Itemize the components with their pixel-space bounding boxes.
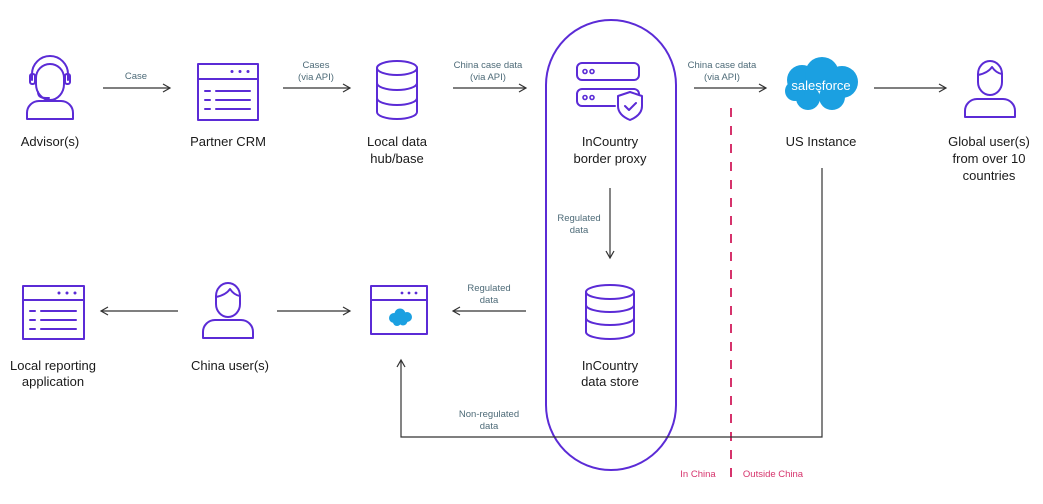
outside-china-label: Outside China: [743, 469, 804, 480]
arrow-non-regulated: [396, 168, 823, 438]
border-proxy-label: InCountry: [582, 134, 639, 149]
user-icon: [964, 60, 1016, 118]
edge-label: China case data: [688, 60, 757, 71]
edge-label: Case: [125, 71, 147, 82]
edge-label: Regulated: [557, 213, 600, 224]
in-china-label: In China: [680, 469, 716, 480]
local-reporting-label: application: [22, 374, 84, 389]
user-icon: [202, 282, 254, 339]
china-users-label: China user(s): [191, 358, 269, 373]
global-users-label: countries: [963, 168, 1016, 183]
local-reporting-label: Local reporting: [10, 358, 96, 373]
data-store-label: InCountry: [582, 358, 639, 373]
edge-label: data: [570, 225, 589, 236]
global-users-label: from over 10: [953, 151, 1026, 166]
edge-label: data: [480, 295, 499, 306]
edge-label: Regulated: [467, 283, 510, 294]
local-hub-label: Local data: [367, 134, 428, 149]
data-store-label: data store: [581, 374, 639, 389]
database-icon: [376, 60, 418, 120]
edge-label: Non-regulated: [459, 409, 519, 420]
us-instance-label: US Instance: [786, 134, 857, 149]
edge-label: (via API): [470, 72, 506, 83]
database-icon: [585, 284, 635, 340]
edge-label: (via API): [704, 72, 740, 83]
incountry-capsule: [545, 19, 677, 471]
local-hub-label: hub/base: [370, 151, 424, 166]
edge-label: (via API): [298, 72, 334, 83]
salesforce-browser-icon: [370, 285, 428, 335]
crm-window-icon: [197, 63, 259, 121]
edge-label: data: [480, 421, 499, 432]
global-users-label: Global user(s): [948, 134, 1030, 149]
border-proxy-label: border proxy: [574, 151, 647, 166]
salesforce-logo: [785, 57, 858, 110]
reporting-window-icon: [22, 285, 85, 340]
advisor-label: Advisor(s): [21, 134, 80, 149]
advisor-headset-icon: [26, 55, 74, 120]
partner-crm-label: Partner CRM: [190, 134, 266, 149]
edge-label: Cases: [303, 60, 330, 71]
server-shield-icon: [576, 62, 643, 121]
edge-label: China case data: [454, 60, 523, 71]
salesforce-logo-text: salesforce: [791, 78, 850, 93]
salesforce-cloud-icon: [389, 308, 412, 326]
